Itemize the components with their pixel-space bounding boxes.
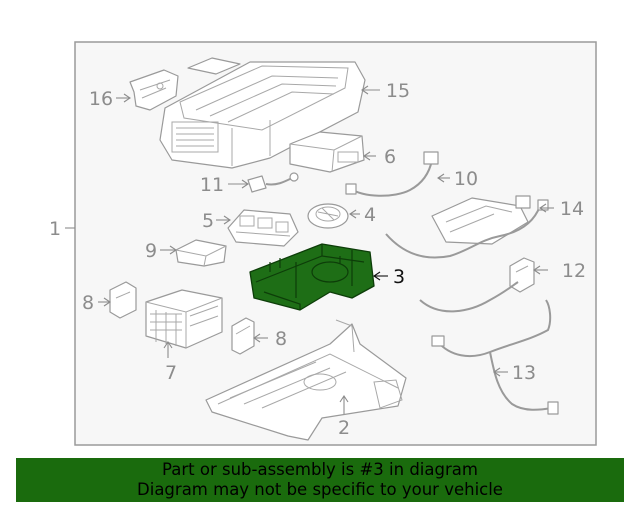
callout-7: 7 — [163, 341, 177, 384]
part-8-bracket-right[interactable] — [231, 317, 255, 355]
callout-1: 1 — [49, 218, 75, 240]
parts-diagram: 1 2 3 4 5 6 7 8 8 9 — [49, 41, 597, 446]
part-16-bracket[interactable] — [129, 69, 179, 111]
svg-text:8: 8 — [82, 292, 94, 314]
part-5-junction-block[interactable] — [227, 209, 299, 247]
svg-text:5: 5 — [202, 210, 214, 232]
part-10-harness[interactable] — [345, 151, 439, 197]
callout-15: 15 — [361, 80, 410, 102]
callout-2: 2 — [338, 395, 350, 439]
part-14-harness[interactable] — [385, 195, 549, 259]
part-2-lower-frame[interactable] — [205, 319, 407, 441]
part-3-tray-highlighted[interactable] — [249, 243, 375, 311]
svg-text:4: 4 — [364, 204, 376, 226]
svg-text:12: 12 — [562, 260, 586, 282]
part-9-fuse-module[interactable] — [175, 239, 227, 267]
svg-text:9: 9 — [145, 240, 157, 262]
svg-text:7: 7 — [165, 362, 177, 384]
callout-12: 12 — [533, 260, 586, 282]
callout-9: 9 — [145, 240, 177, 262]
callout-10: 10 — [437, 168, 478, 190]
part-13-harness[interactable] — [431, 299, 559, 415]
banner-line-1: Part or sub-assembly is #3 in diagram — [162, 460, 478, 479]
part-4-fan[interactable] — [307, 203, 349, 229]
svg-text:13: 13 — [512, 362, 536, 384]
callout-11: 11 — [200, 174, 249, 196]
svg-text:6: 6 — [384, 146, 396, 168]
callout-5: 5 — [202, 210, 231, 232]
svg-text:14: 14 — [560, 198, 584, 220]
callout-16: 16 — [89, 88, 131, 110]
callout-8a: 8 — [82, 292, 111, 314]
callout-13: 13 — [493, 362, 536, 384]
svg-text:3: 3 — [393, 266, 405, 288]
part-11-sensor[interactable] — [247, 172, 299, 193]
svg-text:15: 15 — [386, 80, 410, 102]
callout-3: 3 — [373, 266, 405, 288]
callout-14: 14 — [539, 198, 584, 220]
callout-6: 6 — [363, 146, 396, 168]
part-12-harness — [419, 281, 519, 313]
svg-text:1: 1 — [49, 218, 61, 240]
svg-text:11: 11 — [200, 174, 224, 196]
part-8-bracket-left[interactable] — [109, 281, 137, 319]
svg-text:10: 10 — [454, 168, 478, 190]
part-info-banner: Part or sub-assembly is #3 in diagram Di… — [16, 458, 624, 502]
part-6-module[interactable] — [289, 131, 365, 173]
svg-text:8: 8 — [275, 328, 287, 350]
callout-8b: 8 — [253, 328, 287, 350]
part-7-battery-module[interactable] — [145, 289, 223, 349]
callout-4: 4 — [349, 204, 376, 226]
part-15-battery-cover[interactable] — [159, 61, 366, 169]
banner-line-2: Diagram may not be specific to your vehi… — [137, 480, 503, 499]
part-15-plate — [187, 57, 241, 75]
svg-text:16: 16 — [89, 88, 113, 110]
svg-text:2: 2 — [338, 417, 350, 439]
